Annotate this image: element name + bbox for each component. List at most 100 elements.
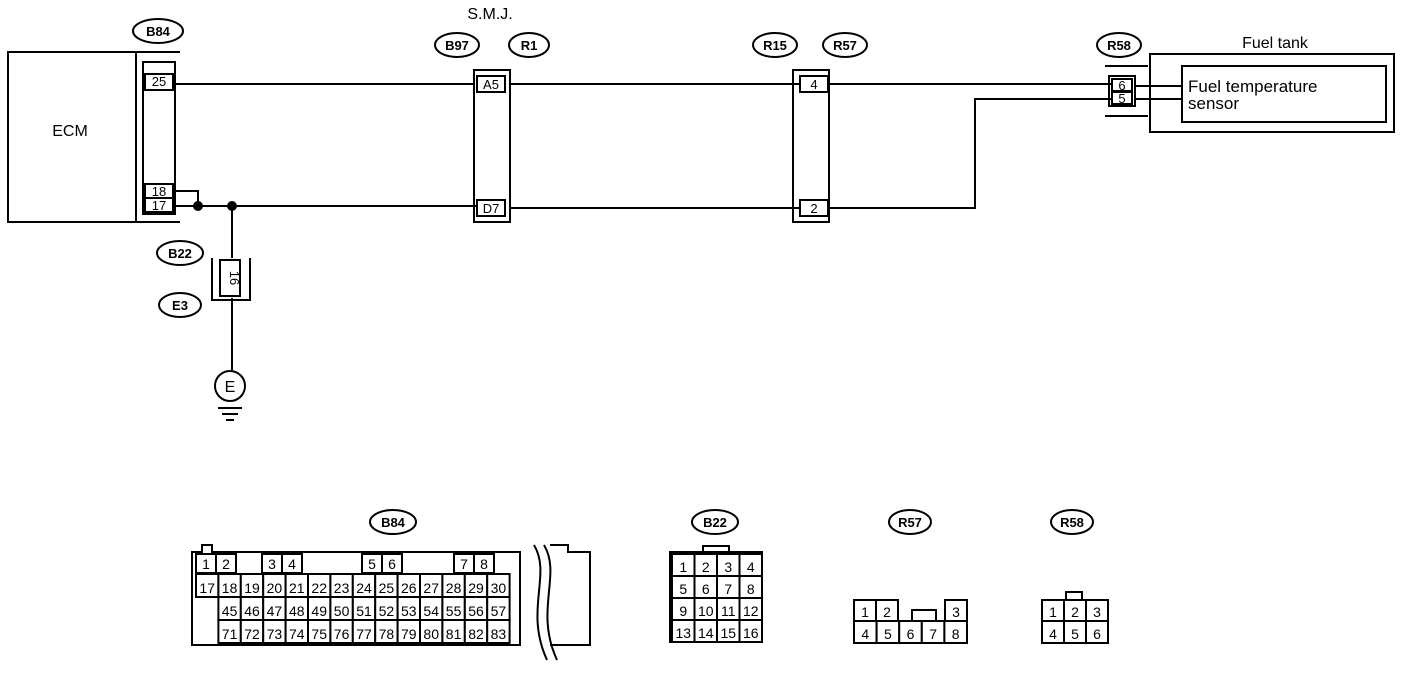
pin-number: 6 [388,556,396,572]
r58-key-tab [1065,591,1083,601]
pin-number: 75 [311,626,327,642]
ecm-box [7,51,137,223]
pin-number: 7 [724,581,732,597]
pin-number: 4 [861,626,869,642]
ground-label: E [225,379,236,396]
b22-view-bubble [691,509,739,535]
sensor-label-line1: Fuel temperature [1188,77,1317,96]
smj-pin-d7: D7 [483,201,500,216]
b97-bubble [434,32,480,58]
pin-number: 50 [334,603,350,619]
b22-label: B22 [168,246,192,261]
r58-pin-5: 5 [1118,91,1125,106]
r58-view-label: R58 [1060,515,1084,530]
signal-wire [175,83,1182,87]
pin-number: 76 [334,626,350,642]
pin-number: 5 [679,581,687,597]
pin-number: 12 [743,603,759,619]
r57-view-label: R57 [898,515,922,530]
pin-number: 4 [1049,626,1057,642]
pin-number: 3 [952,604,960,620]
r58-view-bubble [1050,509,1094,535]
pin-number: 72 [244,626,260,642]
pin-number: 7 [929,626,937,642]
pin-number: 8 [480,556,488,572]
pin-number: 57 [491,603,507,619]
pin-number: 5 [368,556,376,572]
pin-number: 4 [288,556,296,572]
pin-number: 74 [289,626,305,642]
b84-ecm-label: B84 [146,24,171,39]
pin-number: 78 [379,626,395,642]
pin-number: 45 [222,603,238,619]
pin-number: 81 [446,626,462,642]
pin-number: 3 [1093,604,1101,620]
pin-number: 2 [702,559,710,575]
pin-number: 54 [423,603,439,619]
r15-label: R15 [763,38,787,53]
pin-number: 14 [698,625,714,641]
pin-number: 3 [724,559,732,575]
pin-number: 30 [491,580,507,596]
pin-number: 83 [491,626,507,642]
pin-number: 6 [907,626,915,642]
splice-point-1 [193,201,203,211]
e3-bubble [158,292,202,318]
pin-number: 77 [356,626,372,642]
r58-label: R58 [1107,38,1131,53]
pin-number: 6 [1093,626,1101,642]
pin-number: 10 [698,603,714,619]
pin-number: 56 [468,603,484,619]
pin-number: 26 [401,580,417,596]
pin-number: 5 [1071,626,1079,642]
pin-number: 15 [720,625,736,641]
pin-number: 3 [268,556,276,572]
pin-number: 73 [267,626,283,642]
pin-number: 17 [199,580,215,596]
ecm-pin-17: 17 [152,198,166,213]
smj-pin-a5: A5 [483,77,499,92]
pin-number: 7 [460,556,468,572]
b84-ecm-bubble [132,18,184,44]
r58-connector [1105,65,1148,117]
pin-number: 48 [289,603,305,619]
b84-view-label: B84 [381,515,406,530]
pin-number: 29 [468,580,484,596]
sensor-label-line2: sensor [1188,94,1239,113]
r15-pin-2: 2 [810,201,817,216]
pin-number: 1 [861,604,869,620]
pin-number: 24 [356,580,372,596]
pin-number: 18 [222,580,238,596]
ecm-connector-b84 [136,51,180,223]
pin-number: 22 [311,580,327,596]
smj-label: S.M.J. [467,6,512,23]
b22-view-label: B22 [703,515,727,530]
pin-number: 8 [747,581,755,597]
pin-number: 1 [1049,604,1057,620]
pin-number: 5 [884,626,892,642]
r57-bubble [822,32,868,58]
pin-cell [486,619,511,644]
r57-key-tab [911,609,937,622]
r1-bubble [508,32,550,58]
pin-number: 52 [379,603,395,619]
pin-number: 16 [743,625,759,641]
ground-earth-icon [218,407,242,421]
pin-number: 1 [202,556,210,572]
pin-number: 4 [747,559,755,575]
pin-number: 82 [468,626,484,642]
pin-number: 2 [1071,604,1079,620]
r58-bubble [1096,32,1142,58]
pin-number: 71 [222,626,238,642]
pin-number: 8 [952,626,960,642]
pin-number: 19 [244,580,260,596]
pin-number: 80 [423,626,439,642]
r15-bubble [752,32,798,58]
pin-number: 1 [679,559,687,575]
pin-number: 55 [446,603,462,619]
splice-point-2 [227,201,237,211]
